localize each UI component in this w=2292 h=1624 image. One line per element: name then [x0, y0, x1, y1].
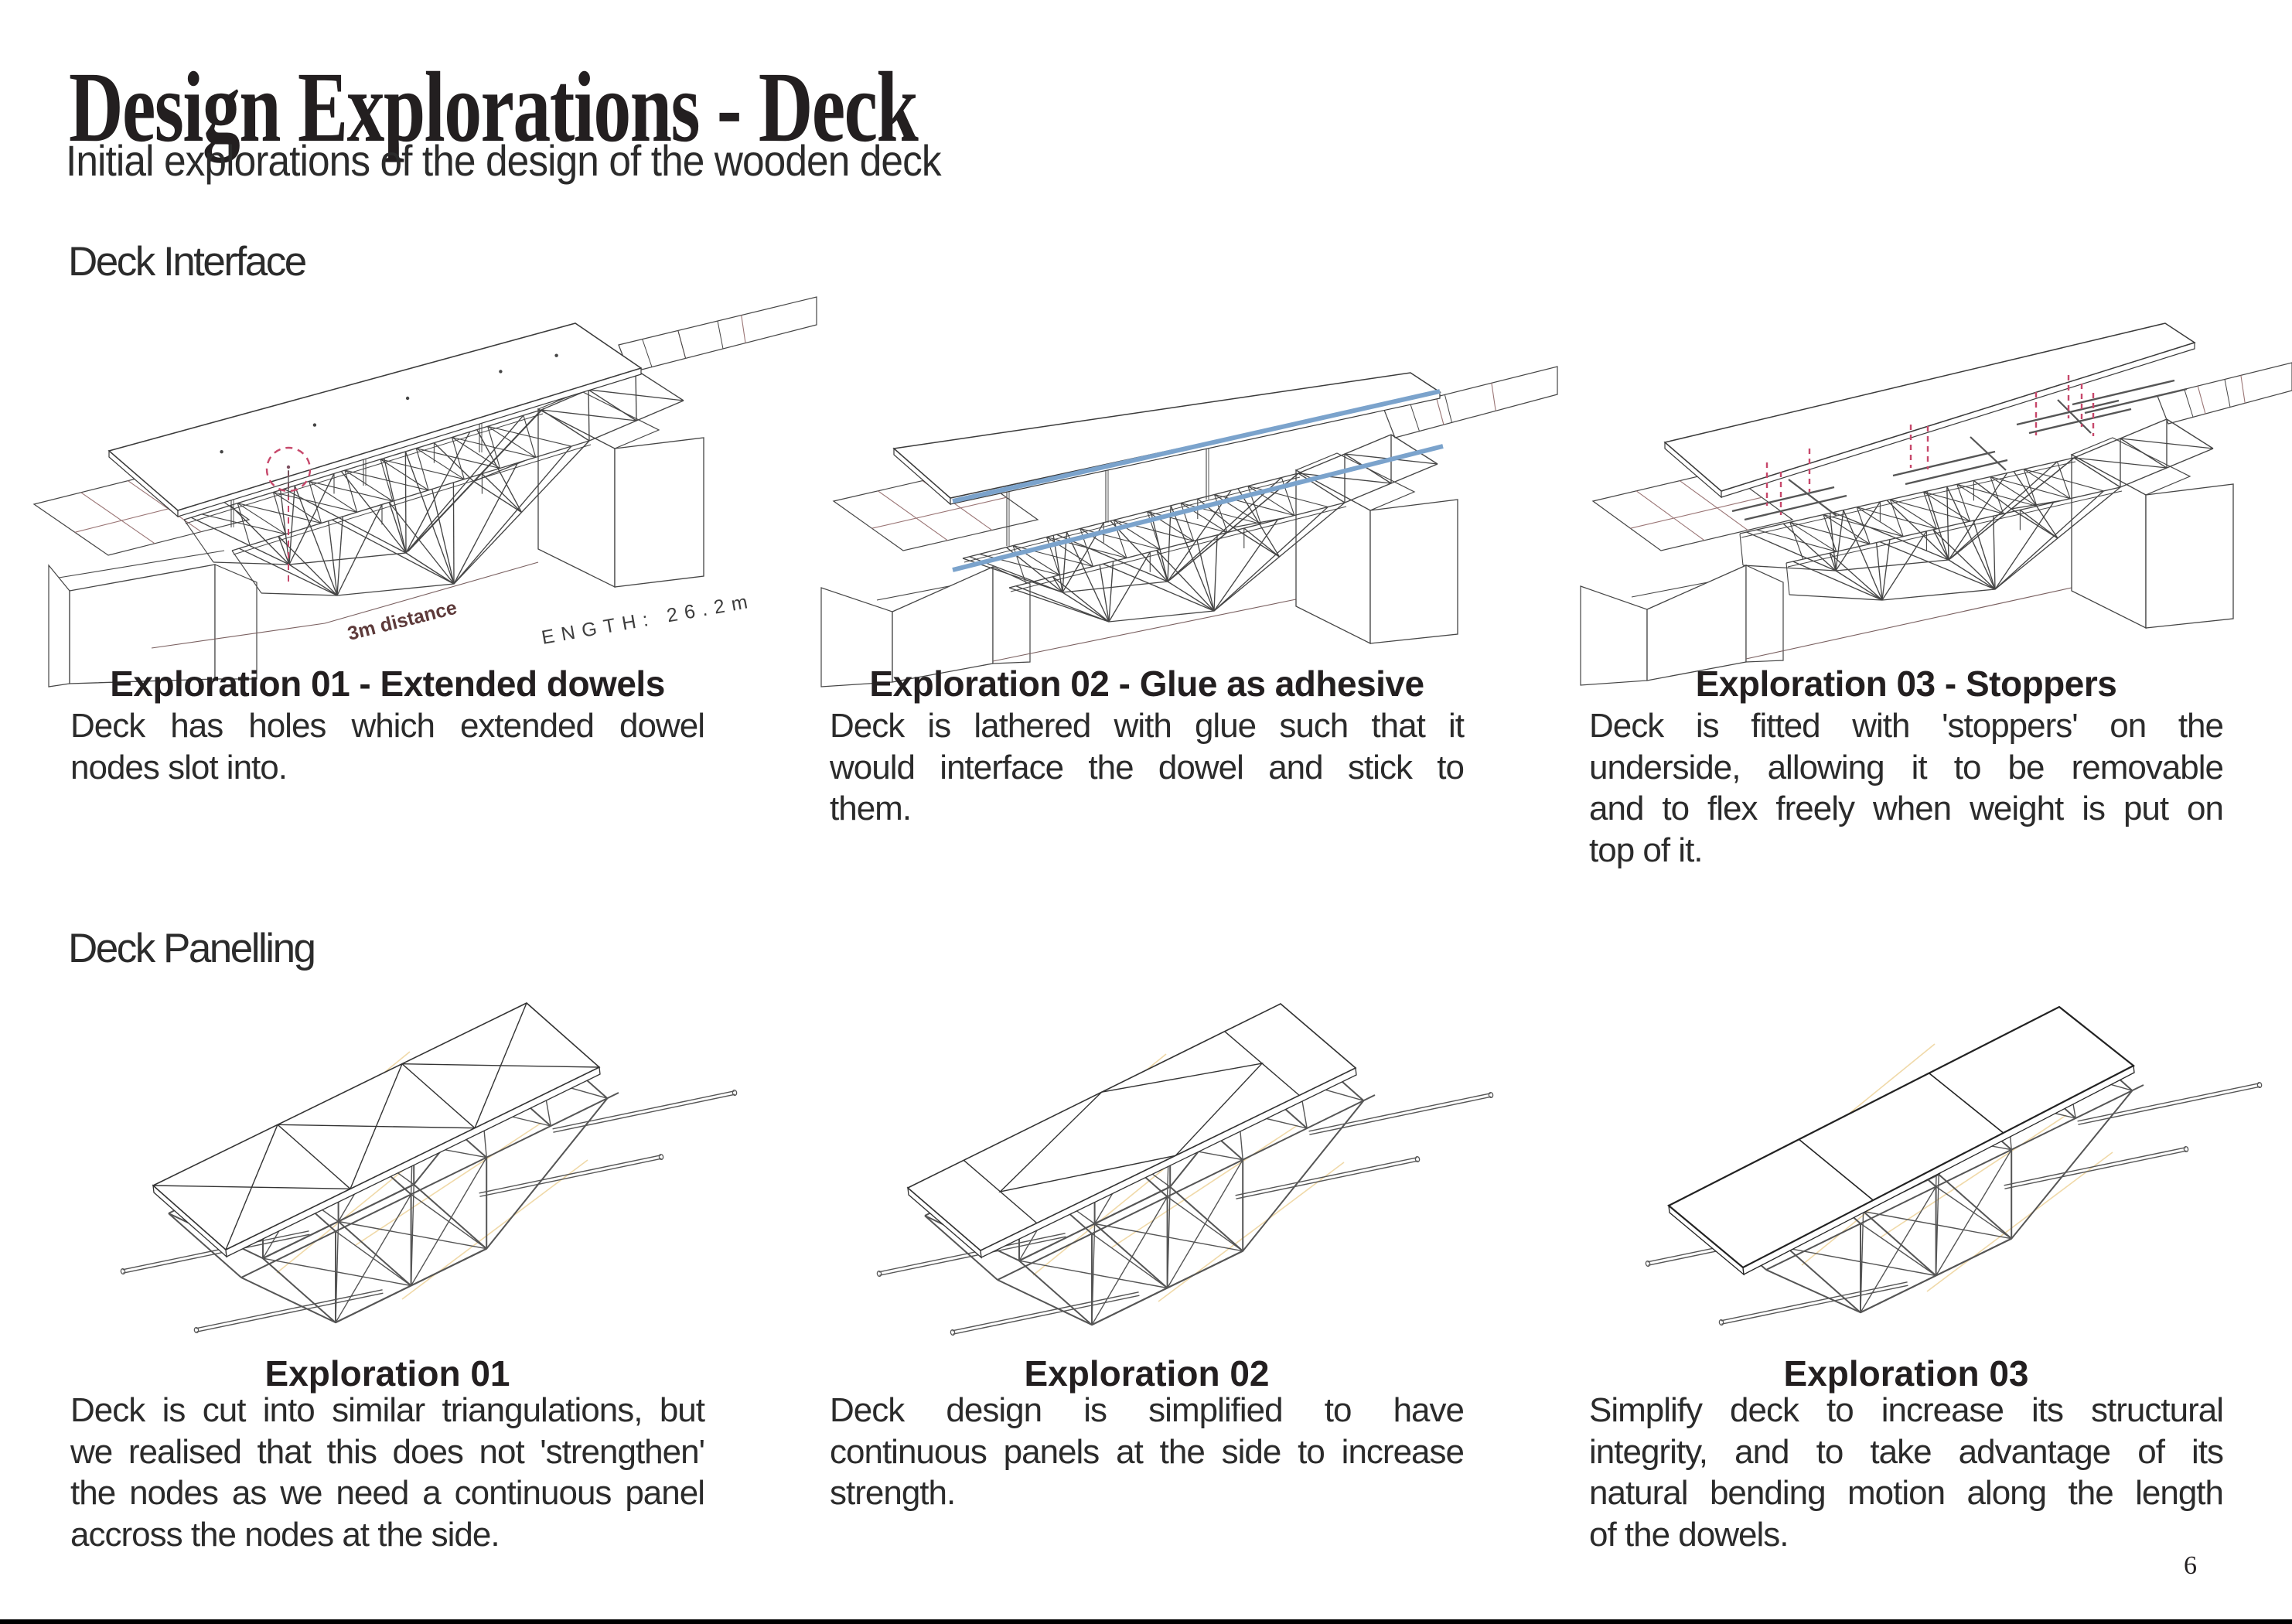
svg-text:3m distance: 3m distance: [346, 597, 459, 645]
svg-text:ENGTH: 26.2m: ENGTH: 26.2m: [540, 590, 756, 649]
